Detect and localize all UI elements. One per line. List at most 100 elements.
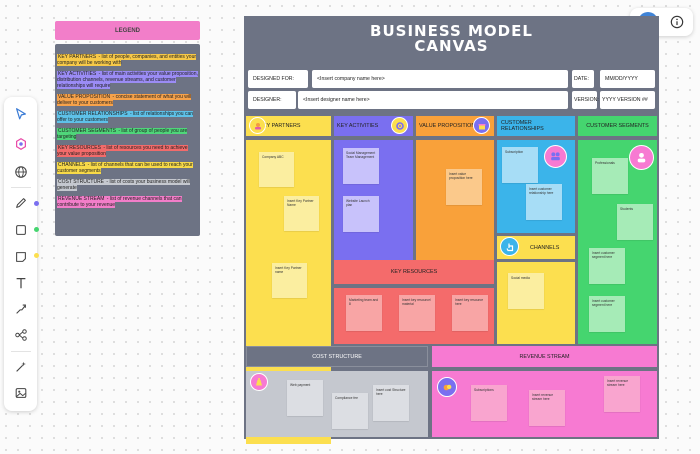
sticky-note[interactable]: Insert Key Partner name xyxy=(272,263,307,298)
cursor-icon xyxy=(16,108,26,120)
date-field[interactable]: MM/DD/YYYY xyxy=(600,70,655,88)
connector-tool-button[interactable] xyxy=(10,298,32,320)
canvas-title-line1: BUSINESS MODEL xyxy=(370,22,533,40)
image-icon xyxy=(15,388,27,398)
legend-item: KEY RESOURCES - list of resources you ne… xyxy=(57,145,198,158)
sticky-note[interactable]: Students xyxy=(617,204,653,240)
user-icon xyxy=(629,145,654,170)
legend-panel: KEY PARTNERS - list of people, companies… xyxy=(55,44,200,236)
key-resources-header: KEY RESOURCES xyxy=(334,260,494,284)
magic-wand-icon xyxy=(16,361,26,372)
legend-item-label: CHANNELS xyxy=(57,162,87,169)
toolbar-divider xyxy=(11,351,31,352)
revenue-stream-title: REVENUE STREAM xyxy=(519,353,570,360)
legend-item: CUSTOMER RELATIONSHIPS - list of relatio… xyxy=(57,111,198,124)
legend-item: CUSTOMER SEGMENTS - list of group of peo… xyxy=(57,128,198,141)
sticky-note[interactable]: Insert customer segment here xyxy=(589,248,625,284)
toolbar-divider xyxy=(11,187,31,188)
legend-item-label: KEY PARTNERS xyxy=(57,54,98,60)
legend-item: REVENUE STREAM - list of revenue channel… xyxy=(57,196,198,209)
image-tool-button[interactable] xyxy=(10,382,32,404)
value-proposition-title: VALUE PROPOSITION xyxy=(419,123,476,129)
revenue-stream-header: REVENUE STREAM xyxy=(432,346,657,367)
left-toolbar xyxy=(4,97,37,411)
sticky-note[interactable]: Subscriptions xyxy=(471,385,507,421)
sticky-note[interactable]: Subscription xyxy=(502,147,538,183)
sticky-note[interactable]: Website Launch plan xyxy=(343,196,379,232)
sticky-note[interactable]: Compliance fee xyxy=(332,393,368,429)
cost-structure-header: COST STRUCTURE xyxy=(246,346,428,367)
designed-for-label: DESIGNED FOR: xyxy=(248,70,308,88)
legend-item-label: CUSTOMER RELATIONSHIPS xyxy=(57,111,129,118)
date-label: DATE: xyxy=(572,70,594,88)
customer-segments-title: CUSTOMER SEGMENTS xyxy=(586,123,649,129)
value-proposition-area[interactable] xyxy=(416,140,494,273)
canvas-title-line2: CANVAS xyxy=(414,37,489,55)
sticky-note[interactable]: Insert key resource here xyxy=(452,295,488,331)
green-dot xyxy=(34,227,39,232)
text-icon xyxy=(16,278,26,289)
business-model-canvas[interactable]: BUSINESS MODEL CANVAS DESIGNED FOR: <Ins… xyxy=(244,16,659,444)
legend-title: LEGEND xyxy=(55,21,200,40)
sticky-note[interactable]: Insert cost Structure here xyxy=(373,385,409,421)
sticky-note[interactable]: Insert key resource/ material xyxy=(399,295,435,331)
mindmap-icon xyxy=(15,329,27,341)
square-icon xyxy=(16,225,26,235)
legend-item: KEY ACTIVITIES - list of main activities… xyxy=(57,71,198,90)
money-bag-icon xyxy=(250,373,268,391)
sticky-note[interactable]: Insert revenue stream here xyxy=(604,376,640,412)
sticky-note[interactable]: Professionals xyxy=(592,158,628,194)
legend-item-label: VALUE PROPOSITION xyxy=(57,94,112,101)
legend-item-label: CUSTOMER SEGMENTS xyxy=(57,128,117,135)
legend-item: VALUE PROPOSITION - concise statement of… xyxy=(57,94,198,107)
mindmap-tool-button[interactable] xyxy=(10,324,32,346)
key-partners-title: EY PARTNERS xyxy=(263,123,301,129)
handshake-icon xyxy=(249,117,266,134)
version-label: VERSION: xyxy=(572,91,599,109)
connector-icon xyxy=(16,304,26,314)
gear-icon xyxy=(391,117,408,134)
sticky-note[interactable]: Insert revenue stream here xyxy=(529,390,565,426)
version-field[interactable]: YYYY VERSION ## xyxy=(600,91,655,109)
designer-field[interactable]: <Insert designer name here> xyxy=(298,91,568,109)
pen-tool-button[interactable] xyxy=(10,192,32,214)
designer-label: DESIGNER: xyxy=(248,91,296,109)
sticky-note[interactable]: Insert Key Partner Name xyxy=(284,196,319,231)
legend-item: CHANNELS - list of channels that can be … xyxy=(57,162,198,175)
people-icon xyxy=(544,145,567,168)
sticky-note[interactable]: Insert value proposition here xyxy=(446,169,482,205)
sticky-note[interactable]: Marketing team and 8 xyxy=(346,295,382,331)
cost-structure-title: COST STRUCTURE xyxy=(312,353,362,360)
sticky-note[interactable]: Insert customer segment here xyxy=(589,296,625,332)
info-icon xyxy=(670,15,684,29)
sticky-note[interactable]: Insert customer relationship here xyxy=(526,184,562,220)
channels-title: CHANNELS xyxy=(530,244,560,251)
info-button[interactable] xyxy=(667,12,687,32)
sticky-note[interactable]: Social Management Team Management xyxy=(343,148,379,184)
shape-tool-button[interactable] xyxy=(10,219,32,241)
legend-item-label: KEY RESOURCES xyxy=(57,145,102,152)
select-tool-button[interactable] xyxy=(10,103,32,125)
globe-icon xyxy=(15,166,27,178)
legend-item-label: COST STRUCTURE xyxy=(57,179,106,186)
sticky-note-tool-button[interactable] xyxy=(10,246,32,268)
purple-dot xyxy=(34,201,39,206)
coins-icon xyxy=(437,377,457,397)
canvas-title: BUSINESS MODEL CANVAS xyxy=(244,24,659,54)
yellow-dot xyxy=(34,253,39,258)
legend-item: COST STRUCTURE - list of costs your busi… xyxy=(57,179,198,192)
designed-for-field[interactable]: <Insert company name here> xyxy=(312,70,568,88)
globe-tool-button[interactable] xyxy=(10,161,32,183)
sticky-note[interactable]: Web payment xyxy=(287,380,323,416)
sticky-note[interactable]: Social media xyxy=(508,273,544,309)
text-tool-button[interactable] xyxy=(10,272,32,294)
key-activities-title: KEY ACTIVITIES xyxy=(337,123,379,129)
ai-tool-button[interactable] xyxy=(10,133,32,155)
legend-item-label: KEY ACTIVITIES xyxy=(57,71,98,77)
key-partners-header: EY PARTNERS xyxy=(246,116,331,136)
customer-relationships-title: CUSTOMER RELATIONSHIPS xyxy=(501,120,544,132)
magic-tool-button[interactable] xyxy=(10,356,32,378)
sticky-note[interactable]: Company ABC xyxy=(259,152,294,187)
sparkle-shapes-icon xyxy=(16,138,26,150)
customer-relationships-header: CUSTOMER RELATIONSHIPS xyxy=(497,116,575,136)
